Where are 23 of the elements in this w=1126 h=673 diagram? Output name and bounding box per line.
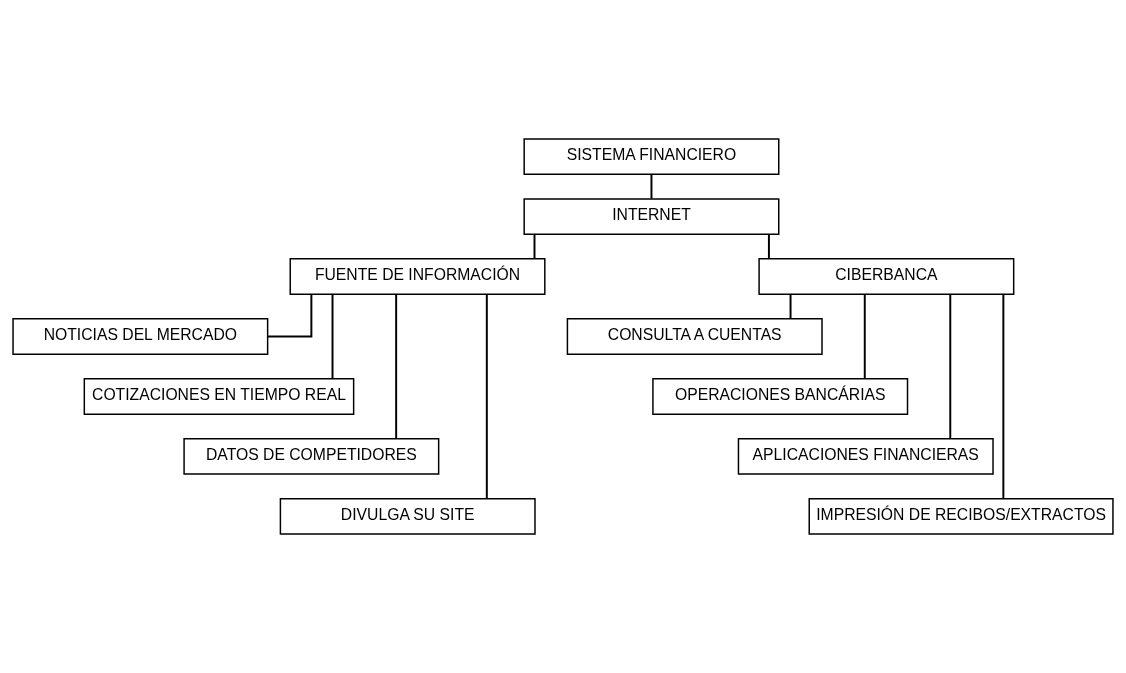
node-box: DIVULGA SU SITE [279,497,536,535]
connector [949,293,952,440]
connector [331,293,334,380]
node-box: CONSULTA A CUENTAS [566,318,823,355]
node-box: INTERNET [523,198,780,235]
connector [767,233,770,260]
node-box: DATOS DE COMPETIDORES [183,438,440,475]
node-box: SISTEMA FINANCIERO [523,138,780,176]
connector [266,293,313,338]
connector [789,293,792,320]
node-box: APLICACIONES FINANCIERAS [737,438,994,475]
node-box: NOTICIAS DEL MERCADO [12,318,269,355]
connector [395,293,398,440]
connector [1002,293,1005,500]
node-box: CIBERBANCA [758,258,1015,295]
node-box: FUENTE DE INFORMACIÓN [289,258,546,295]
connector [533,233,536,260]
node-box: OPERACIONES BANCÁRIAS [652,378,909,415]
connector [863,293,866,380]
connector [485,293,488,500]
node-box: IMPRESIÓN DE RECIBOS/EXTRACTOS [808,497,1114,535]
connector [650,173,653,200]
node-box: COTIZACIONES EN TIEMPO REAL [83,378,355,415]
